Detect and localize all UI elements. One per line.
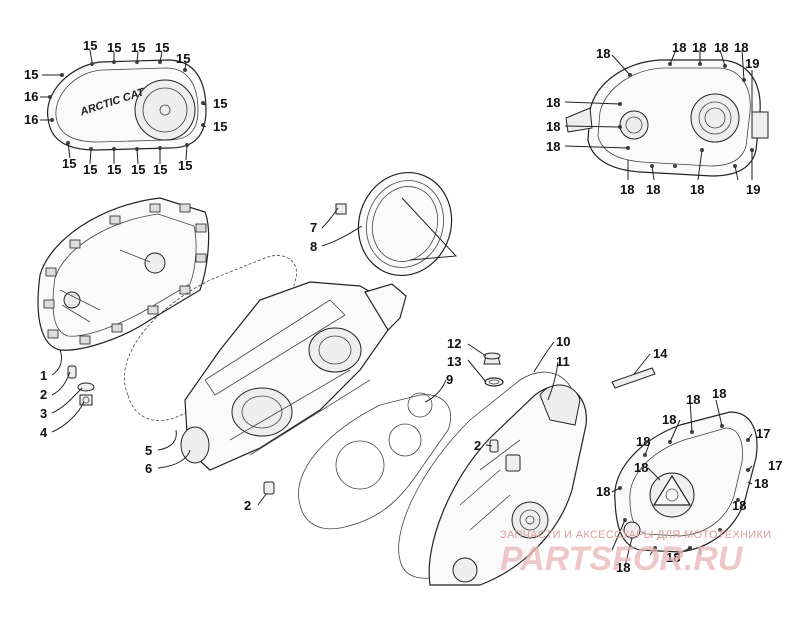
callout: 15 [131,162,145,177]
callout: 18 [754,476,768,491]
callout: 15 [62,156,76,171]
callout: 15 [83,38,97,53]
callout: 19 [745,56,759,71]
callout: 18 [712,386,726,401]
reed-strip [611,367,656,389]
oil-plug-assembly [483,352,504,387]
callout: 18 [734,40,748,55]
callout: 10 [556,334,570,349]
callout: 18 [672,40,686,55]
callout: 15 [153,162,167,177]
callout: 8 [310,239,317,254]
callout: 15 [155,40,169,55]
callout: 7 [310,220,317,235]
drive-cover-plate [335,171,453,277]
callout: 12 [447,336,461,351]
callout: 18 [646,182,660,197]
stator-cover [614,411,758,553]
dowel-and-bolt-stack [67,365,95,406]
callout: 18 [634,460,648,475]
callout: 18 [686,392,700,407]
callout: 19 [746,182,760,197]
callout: 2 [40,387,47,402]
callout: 18 [690,182,704,197]
callout: 18 [546,95,560,110]
callout: 2 [474,438,481,453]
callout: 18 [546,119,560,134]
callout: 15 [213,96,227,111]
callout: 18 [692,40,706,55]
gearcase-gasket [298,392,452,530]
callout: 16 [24,89,38,104]
callout: 18 [714,40,728,55]
callout: 17 [768,458,782,473]
callout: 18 [596,484,610,499]
callout-labels: 15 15 15 15 15 15 16 16 15 15 15 15 15 1… [24,38,782,575]
watermark-tagline: ЗАПЧАСТИ И АКСЕССУАРЫ ДЛЯ МОТОТЕХНИКИ [500,529,771,541]
callout: 17 [756,426,770,441]
callout: 15 [131,40,145,55]
callout: 18 [546,139,560,154]
outer-clutch-cover: ARCTIC CAT [47,59,207,151]
callout: 16 [24,112,38,127]
callout: 15 [24,67,38,82]
callout: 15 [176,51,190,66]
callout: 18 [662,412,676,427]
callout: 14 [653,346,668,361]
clutch-inner-housing [37,197,210,351]
callout: 18 [620,182,634,197]
watermark-brand: PARTSFOR.RU [500,540,744,578]
callout: 2 [244,498,251,513]
inner-clutch-cover-rear [565,59,769,177]
callout: 18 [616,560,630,575]
callout: 9 [446,372,453,387]
callout: 3 [40,406,47,421]
callout: 4 [40,425,48,440]
callout: 15 [107,162,121,177]
dowel-pin [263,481,275,495]
callout: 1 [40,368,47,383]
callout: 11 [556,354,570,369]
callout: 15 [178,158,192,173]
watermark: ЗАПЧАСТИ И АКСЕССУАРЫ ДЛЯ МОТОТЕХНИКИ PA… [500,529,771,578]
callout: 6 [145,461,152,476]
callout: 18 [732,498,746,513]
callout: 15 [107,40,121,55]
callout: 18 [636,434,650,449]
callout: 15 [83,162,97,177]
leader-lines [40,49,753,567]
callout: 18 [596,46,610,61]
callout: 18 [666,550,680,565]
crankcase-housing [180,281,407,471]
callout: 13 [447,354,461,369]
callout: 5 [145,443,152,458]
callout: 15 [213,119,227,134]
